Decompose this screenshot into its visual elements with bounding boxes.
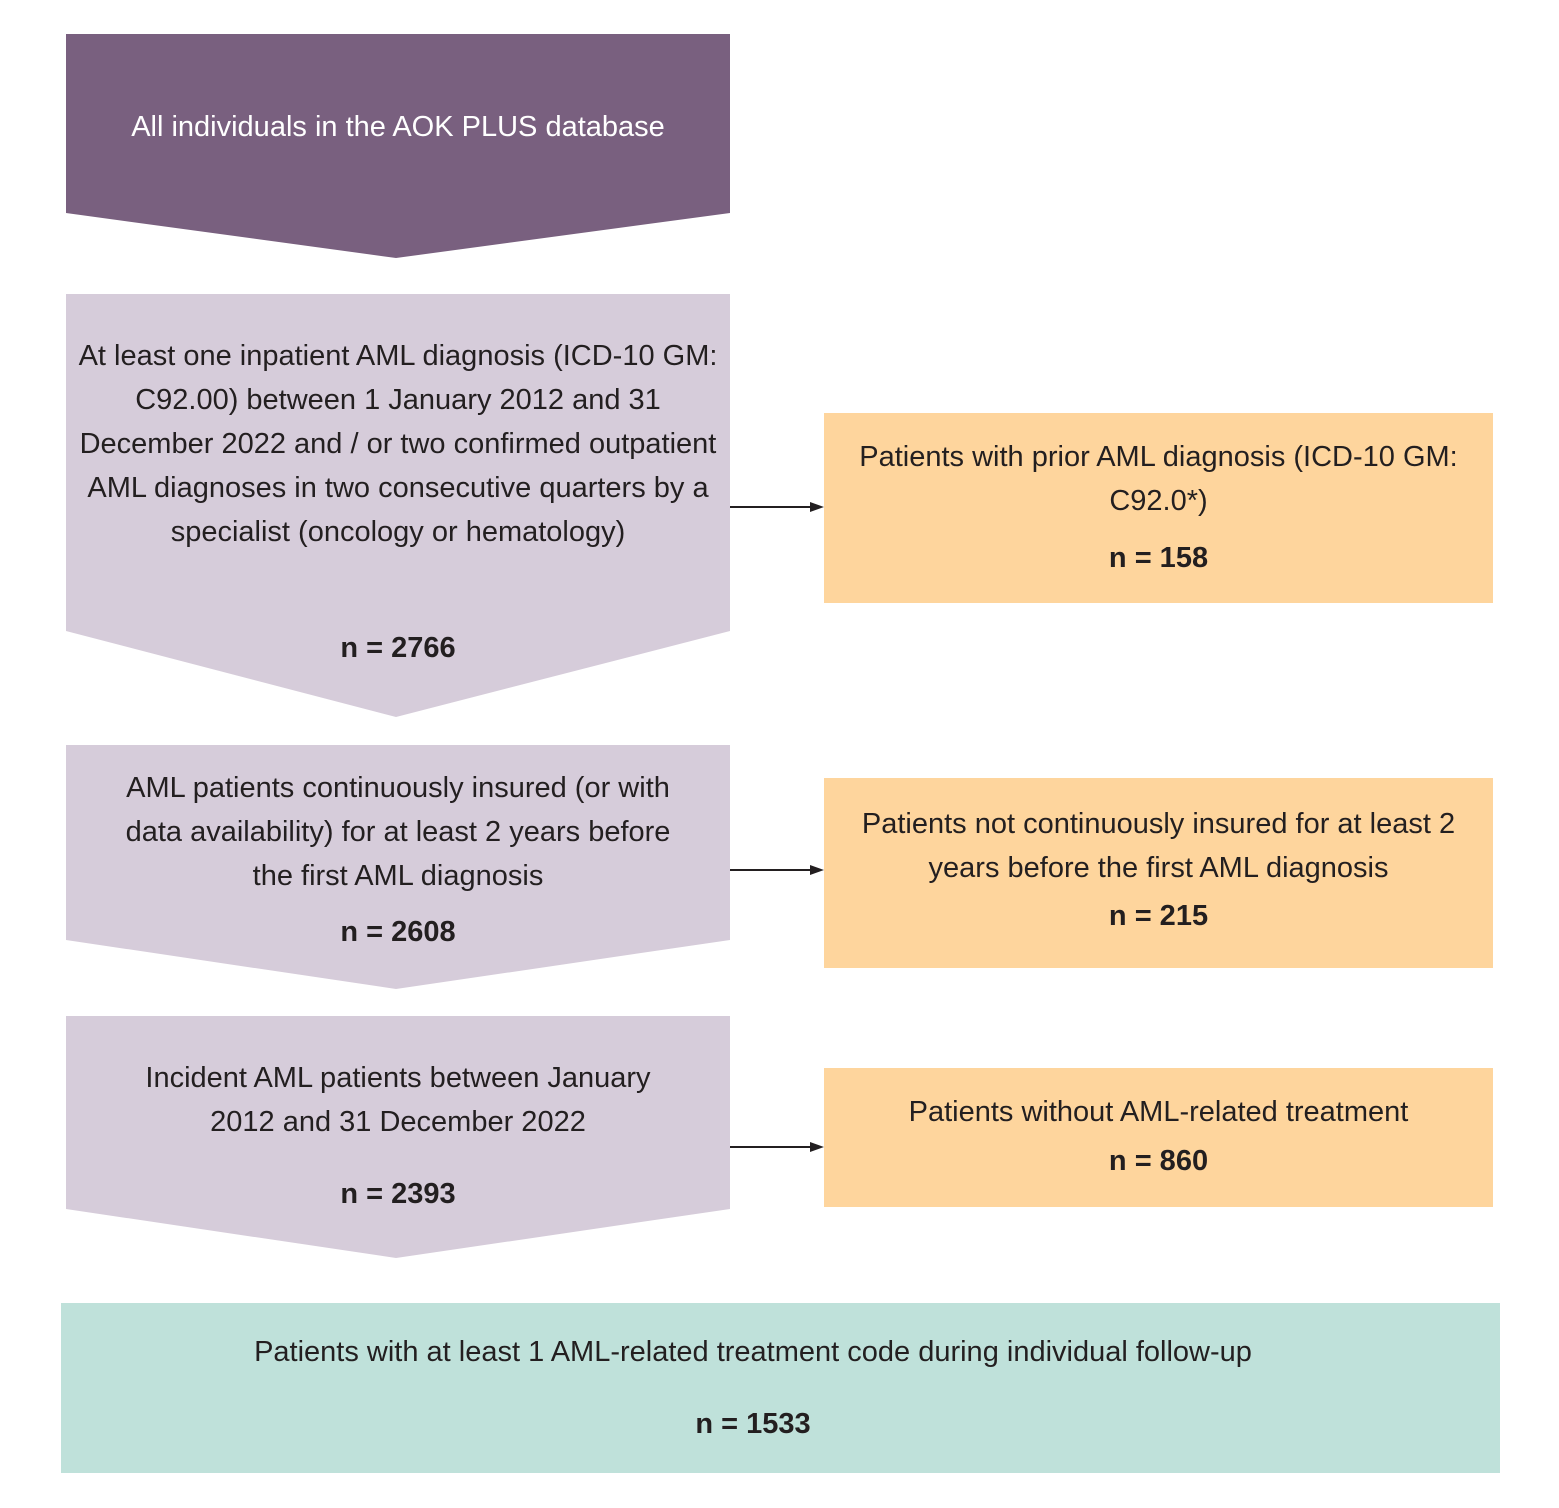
step-insured-count: n = 2608 [340,916,456,948]
final-count: n = 1533 [695,1408,811,1440]
step-diagnosis-count: n = 2766 [340,632,456,664]
exclusion-insured-count: n = 215 [1108,900,1209,932]
step-insured-text: AML patients continuously insured (or wi… [125,772,671,892]
exclusion-no-treatment-text: Patients without AML-related treatment [908,1096,1409,1128]
arrowhead-insured [810,865,824,875]
final-box [61,1303,1500,1473]
step-box-insured-shape [66,745,730,989]
exclusion-box-prior [824,413,1493,603]
step-box-incident-shape [66,1016,730,1258]
step-incident-count: n = 2393 [340,1178,456,1210]
step-box-diagnosis-shape [66,294,730,717]
exclusion-box-no-treatment [824,1068,1493,1207]
start-box [66,34,730,258]
arrowhead-no-treatment [810,1142,824,1152]
step-box-incident [66,1016,730,1258]
exclusion-box-insured [824,778,1493,968]
arrowhead-prior [810,502,824,512]
exclusion-no-treatment-count: n = 860 [1108,1145,1209,1177]
start-box-shape [66,34,730,258]
exclusion-prior-text: Patients with prior AML diagnosis (ICD-1… [859,441,1458,517]
step-incident-text: Incident AML patients between January 20… [145,1062,651,1138]
exclusion-insured-text: Patients not continuously insured for at… [861,808,1456,884]
start-box-text: All individuals in the AOK PLUS database [131,111,665,143]
step-box-diagnosis [66,294,730,717]
step-box-insured [66,745,730,989]
exclusion-prior-count: n = 158 [1108,542,1209,574]
final-text: Patients with at least 1 AML-related tre… [254,1336,1252,1368]
step-diagnosis-text: At least one inpatient AML diagnosis (IC… [78,340,718,548]
